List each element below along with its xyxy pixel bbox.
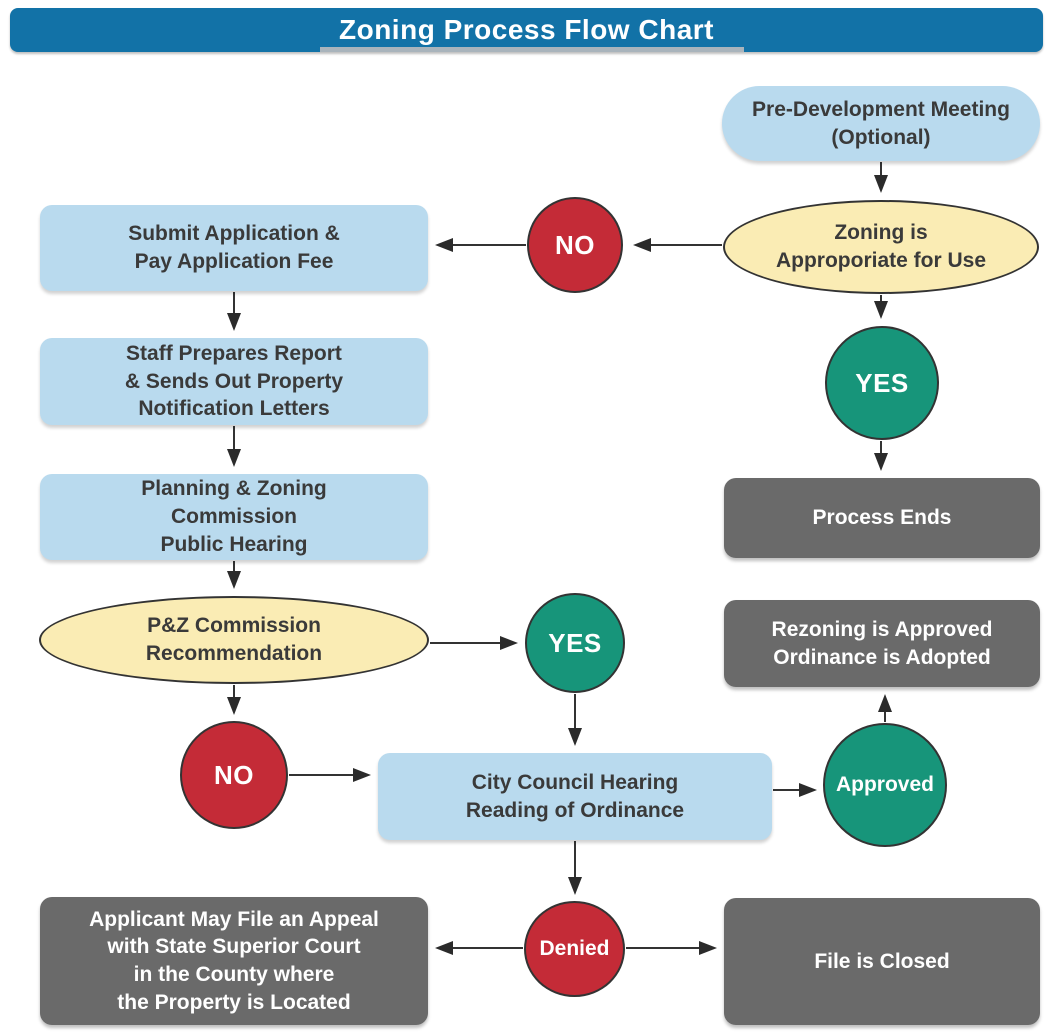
- decision-yes-zoning: YES: [825, 326, 939, 440]
- node-city-council: City Council Hearing Reading of Ordinanc…: [378, 753, 772, 840]
- node-pre-development-meeting: Pre-Development Meeting (Optional): [722, 86, 1040, 161]
- decision-yes-pz: YES: [525, 593, 625, 693]
- node-zoning-appropriate: Zoning is Approporiate for Use: [723, 200, 1039, 294]
- decision-denied: Denied: [524, 901, 625, 997]
- node-staff-prepares: Staff Prepares Report & Sends Out Proper…: [40, 338, 428, 425]
- node-rezoning-adopted: Rezoning is Approved Ordinance is Adopte…: [724, 600, 1040, 687]
- page-title: Zoning Process Flow Chart: [339, 14, 714, 45]
- title-underline: [320, 47, 744, 52]
- node-submit-application: Submit Application & Pay Application Fee: [40, 205, 428, 291]
- decision-no-pz: NO: [180, 721, 288, 829]
- node-process-ends: Process Ends: [724, 478, 1040, 558]
- decision-approved: Approved: [823, 723, 947, 847]
- decision-no-zoning: NO: [527, 197, 623, 293]
- title-bar: Zoning Process Flow Chart: [10, 8, 1043, 52]
- node-pz-recommendation: P&Z Commission Recommendation: [39, 596, 429, 684]
- node-file-closed: File is Closed: [724, 898, 1040, 1025]
- node-planning-commission: Planning & Zoning Commission Public Hear…: [40, 474, 428, 560]
- node-appeal: Applicant May File an Appeal with State …: [40, 897, 428, 1025]
